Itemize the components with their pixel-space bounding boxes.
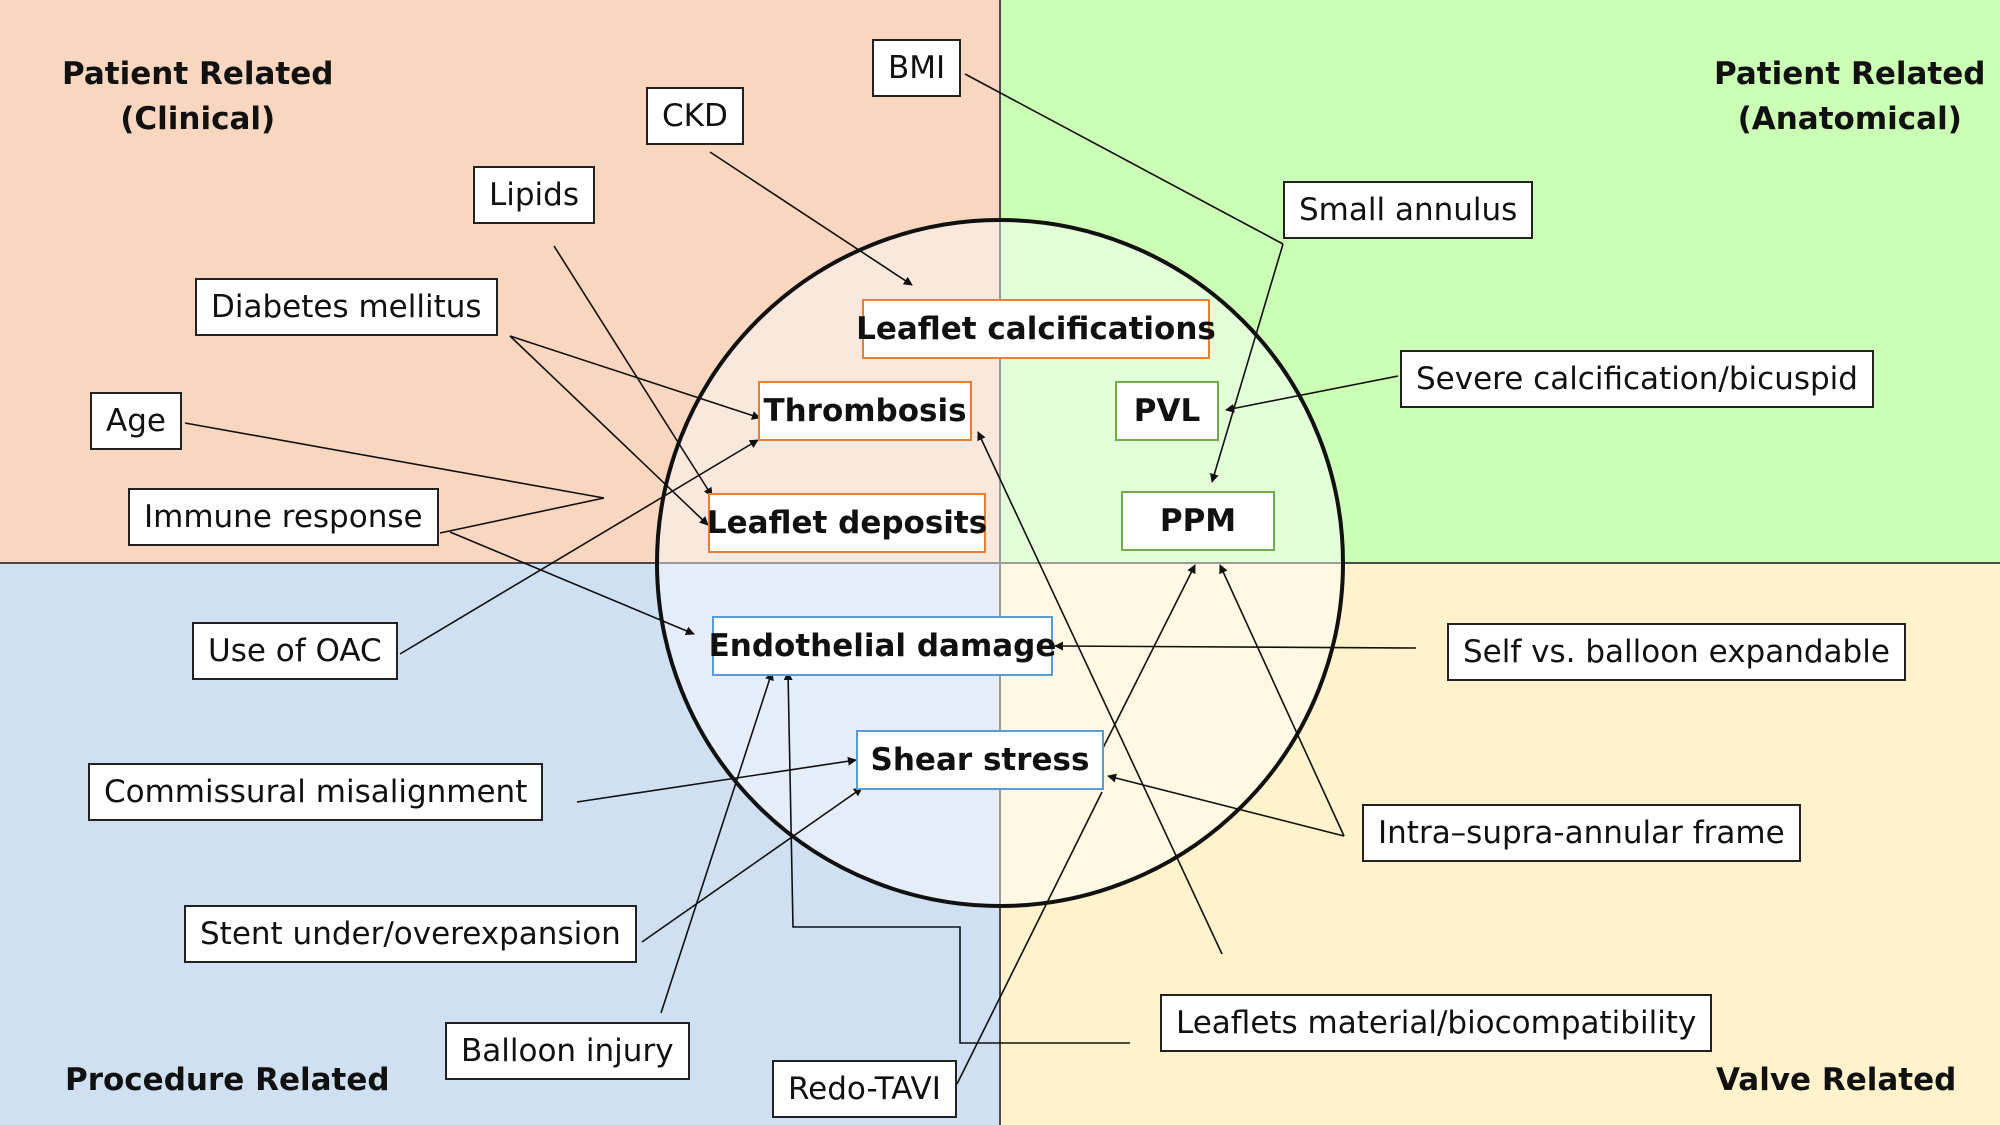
factor-age: Age xyxy=(90,392,182,450)
factor-ckd: CKD xyxy=(646,87,744,145)
factor-bmi: BMI xyxy=(872,39,962,97)
arrow-small-annulus-to-ppm xyxy=(1210,243,1284,483)
label-patient-clinical-line1: Patient Related xyxy=(62,56,334,92)
factor-small-annulus: Small annulus xyxy=(1283,181,1534,239)
arrow-immune-to-endothelial-damage xyxy=(449,531,695,636)
factor-balloon-injury: Balloon injury xyxy=(445,1022,690,1080)
factor-immune-response: Immune response xyxy=(128,488,439,546)
arrow-intra-supra-to-ppm xyxy=(1219,564,1345,837)
factor-lipids: Lipids xyxy=(473,166,596,224)
line-immune-to-junction xyxy=(439,497,605,534)
outcome-thrombosis: Thrombosis xyxy=(758,381,972,441)
quadrant-patient-clinical xyxy=(0,0,1000,563)
outcome-ppm: PPM xyxy=(1121,491,1275,551)
arrow-ckd-to-leaflet-calcifications xyxy=(709,151,913,286)
outcome-endothelial-damage: Endothelial damage xyxy=(709,616,1056,676)
outcome-leaflet-calcifications: Leaflet calcifications xyxy=(856,299,1216,359)
arrow-leaflets-material-to-endothelial-damage xyxy=(783,671,1130,1044)
factor-intra-supra-annular: Intra–supra-annular frame xyxy=(1362,804,1801,862)
arrow-calcification-to-pvl xyxy=(1225,375,1399,413)
outcome-pvl: PVL xyxy=(1115,381,1219,441)
arrow-commissural-to-shear-stress xyxy=(576,756,857,803)
factor-stent-expansion: Stent under/overexpansion xyxy=(184,905,637,963)
factor-redo-tavi: Redo-TAVI xyxy=(772,1060,957,1118)
arrow-diabetes-to-thrombosis xyxy=(509,335,761,420)
label-procedure: Procedure Related xyxy=(65,1062,390,1098)
arrow-intra-supra-to-shear-stress xyxy=(1107,773,1345,837)
quadrant-patient-anatomical xyxy=(1000,0,2000,563)
factor-diabetes: Diabetes mellitus xyxy=(195,278,498,336)
horizontal-divider xyxy=(0,562,2000,564)
label-patient-clinical-line2: (Clinical) xyxy=(120,101,276,137)
factor-use-of-oac: Use of OAC xyxy=(192,622,398,680)
line-bmi-to-small-annulus xyxy=(964,73,1284,245)
factor-self-vs-balloon: Self vs. balloon expandable xyxy=(1447,623,1906,681)
label-patient-anatomical: Patient Related (Anatomical) xyxy=(1714,52,1985,142)
arrow-lipids-to-leaflet-deposits xyxy=(553,245,713,497)
outcome-shear-stress: Shear stress xyxy=(856,730,1104,790)
arrow-shear-stress-to-ppm xyxy=(1101,564,1196,751)
factor-commissural-misalignment: Commissural misalignment xyxy=(88,763,544,821)
factor-leaflets-material: Leaflets material/biocompatibility xyxy=(1160,994,1713,1052)
label-patient-anatomical-line2: (Anatomical) xyxy=(1737,101,1962,137)
label-valve: Valve Related xyxy=(1716,1062,1957,1098)
arrow-oac-to-thrombosis xyxy=(399,439,759,655)
arrow-balloon-to-endothelial-damage xyxy=(660,671,774,1014)
line-redo-tavi-to-shear-stress xyxy=(956,791,1103,1085)
arrow-stent-to-shear-stress xyxy=(641,787,863,943)
arrow-leaflets-material-to-thrombosis xyxy=(977,431,1223,955)
factor-severe-calcification: Severe calcification/bicuspid xyxy=(1400,350,1874,408)
arrow-self-balloon-to-endothelial-damage xyxy=(1054,641,1417,651)
label-patient-clinical: Patient Related (Clinical) xyxy=(62,52,333,142)
line-age-to-junction xyxy=(184,422,605,499)
outcome-leaflet-deposits: Leaflet deposits xyxy=(707,493,987,553)
label-patient-anatomical-line1: Patient Related xyxy=(1714,56,1986,92)
arrow-diabetes-to-leaflet-deposits xyxy=(509,335,709,526)
